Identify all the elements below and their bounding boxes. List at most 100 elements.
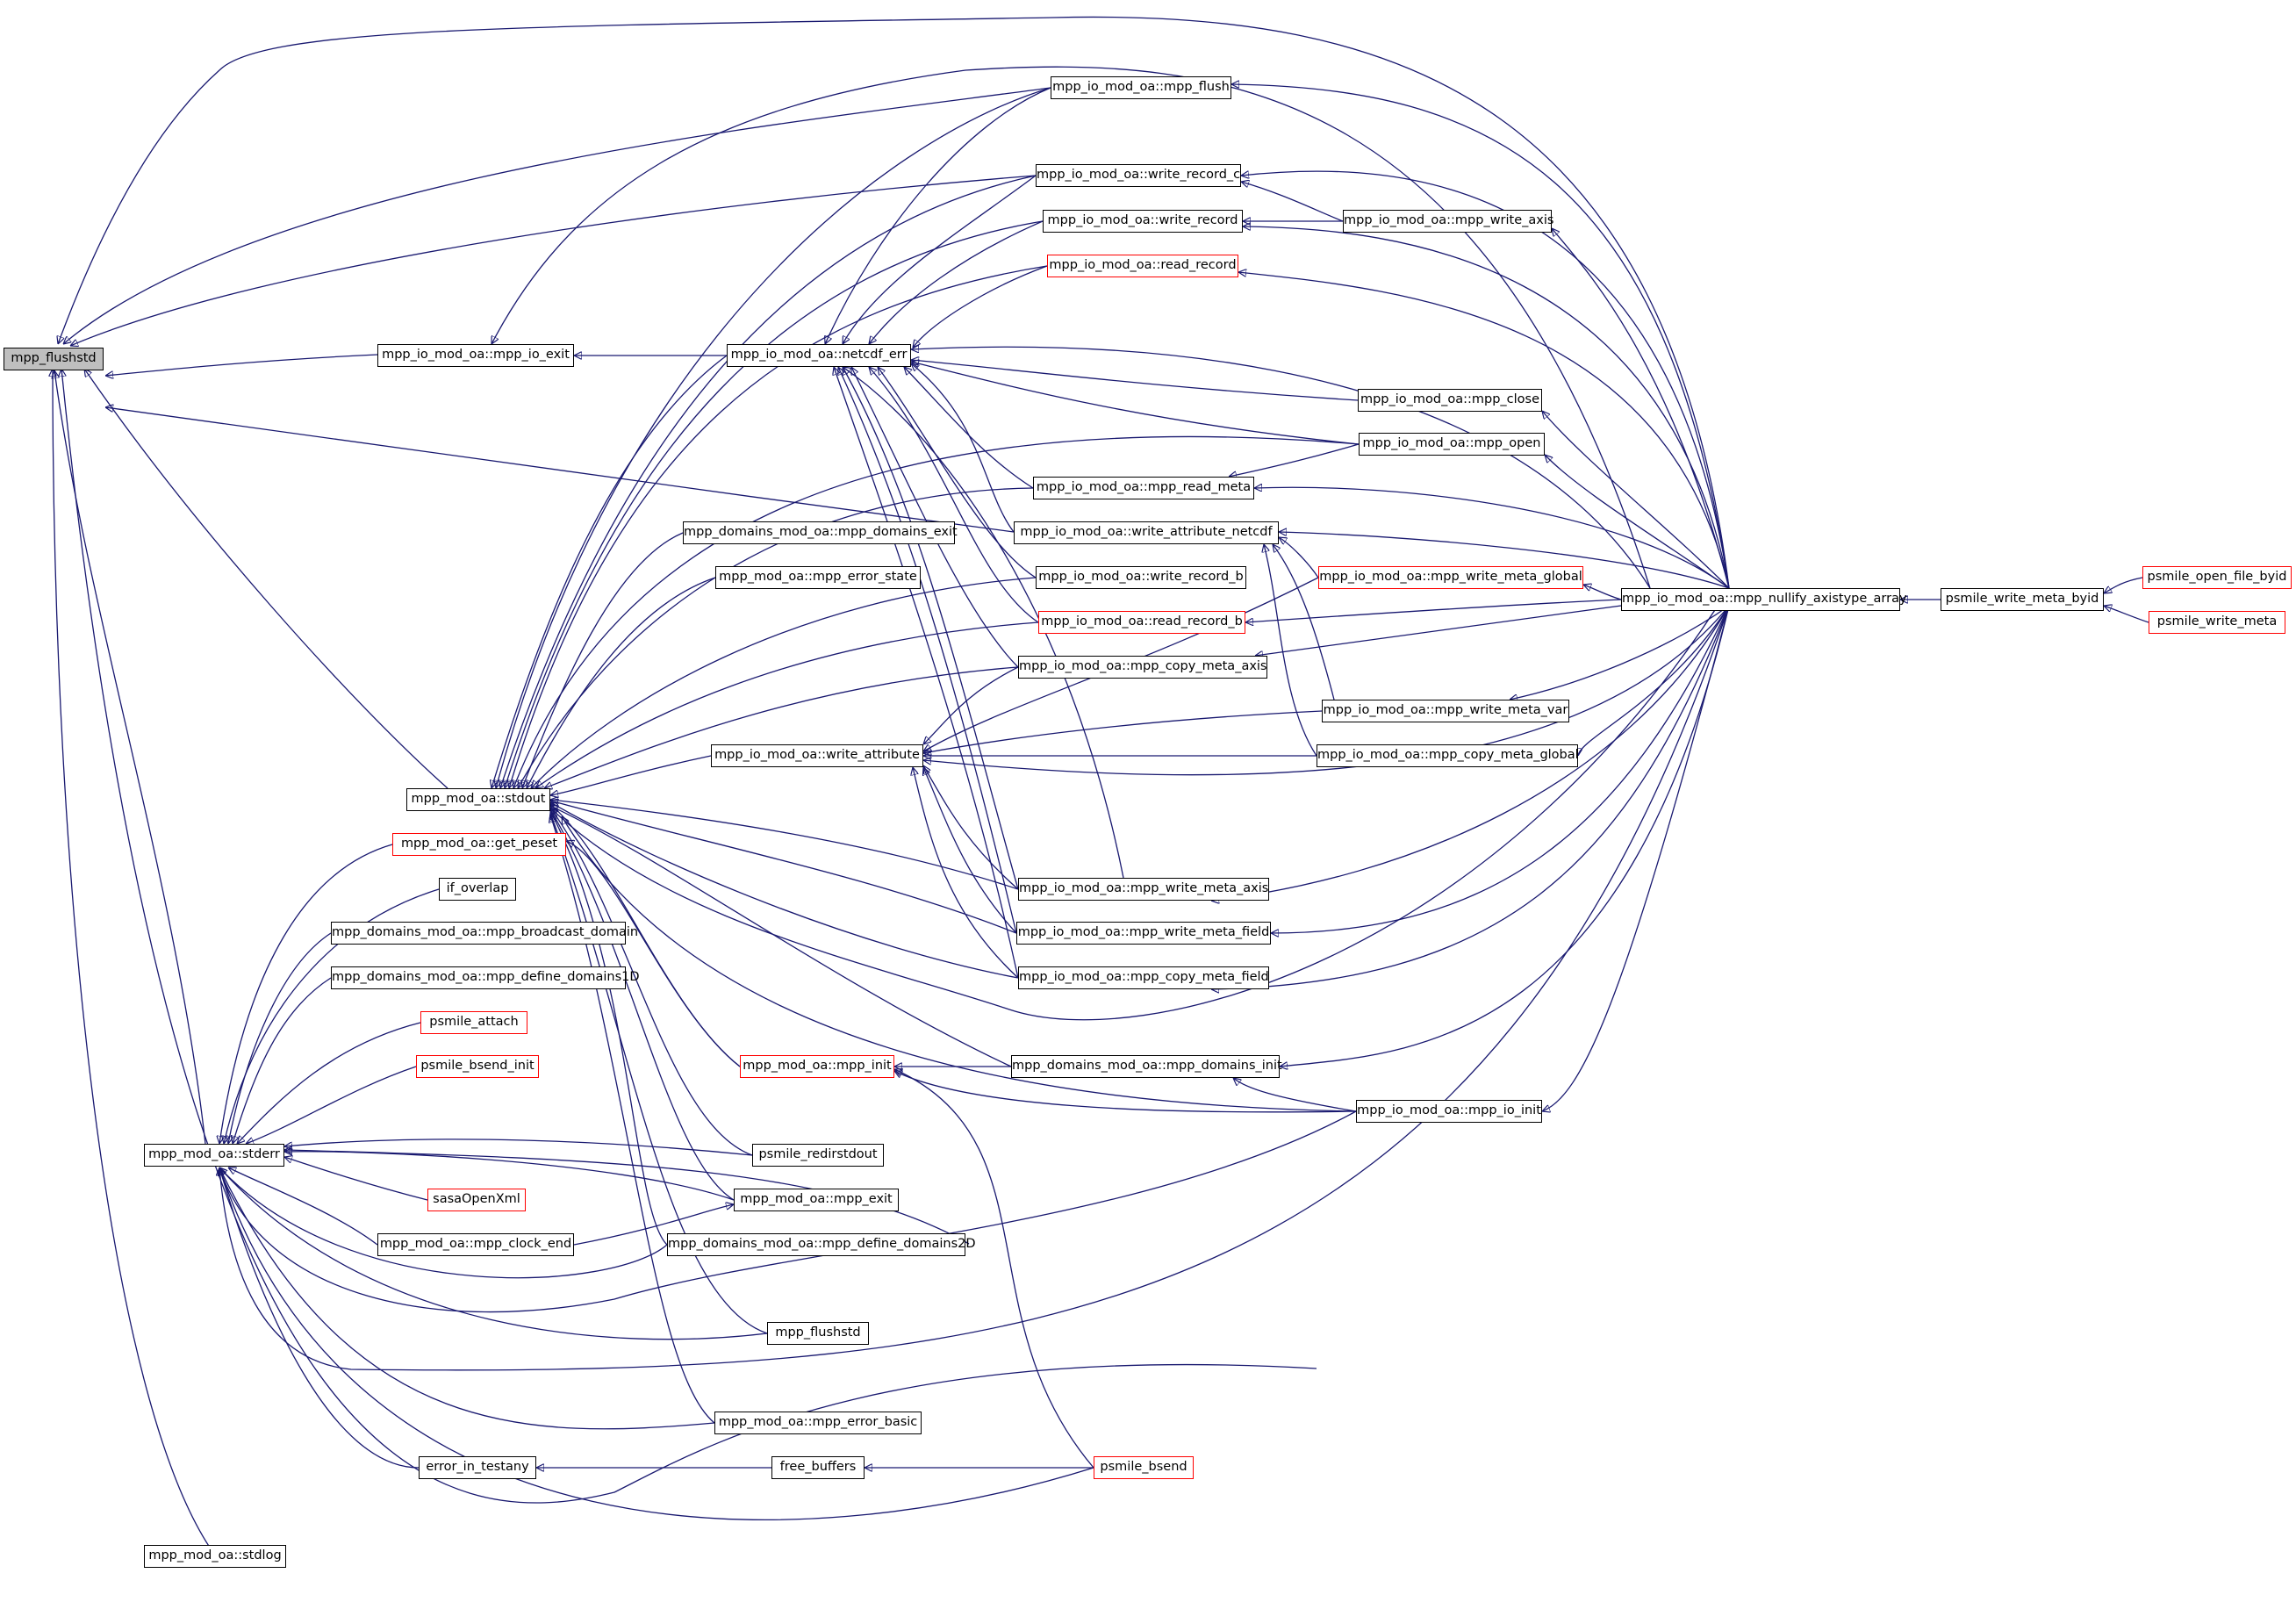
call-edge xyxy=(923,577,1319,751)
call-edge xyxy=(1241,182,1344,222)
call-edge xyxy=(500,175,1037,788)
node-mpp-write-meta-global[interactable]: mpp_io_mod_oa::mpp_write_meta_global xyxy=(1318,566,1583,589)
call-edge xyxy=(1264,544,1317,757)
call-edge xyxy=(550,801,1017,934)
call-edge xyxy=(219,1167,768,1340)
node-get-peset[interactable]: mpp_mod_oa::get_peset xyxy=(392,833,566,856)
call-edge xyxy=(904,367,1034,489)
node-error-in-testany[interactable]: error_in_testany xyxy=(419,1456,536,1479)
call-edge xyxy=(550,809,735,1201)
node-mpp-write-meta-axis[interactable]: mpp_io_mod_oa::mpp_write_meta_axis xyxy=(1018,878,1269,901)
node-mpp-flush[interactable]: mpp_io_mod_oa::mpp_flush xyxy=(1051,76,1231,99)
call-edge xyxy=(1280,605,1730,1067)
call-edge xyxy=(53,369,217,1557)
node-psmile-redirstdout[interactable]: psmile_redirstdout xyxy=(752,1144,884,1167)
node-mpp-init[interactable]: mpp_mod_oa::mpp_init xyxy=(740,1055,894,1078)
node-mpp-nullify-axistype-array[interactable]: mpp_io_mod_oa::mpp_nullify_axistype_arra… xyxy=(1621,588,1907,611)
node-mpp-copy-meta-field[interactable]: mpp_io_mod_oa::mpp_copy_meta_field xyxy=(1018,966,1269,989)
node-mpp-copy-meta-global[interactable]: mpp_io_mod_oa::mpp_copy_meta_global xyxy=(1317,744,1579,767)
node-psmile-open-file-byid[interactable]: psmile_open_file_byid xyxy=(2142,566,2292,589)
node-mpp-copy-meta-axis[interactable]: mpp_io_mod_oa::mpp_copy_meta_axis xyxy=(1018,656,1267,679)
node-mpp-domains-exit[interactable]: mpp_domains_mod_oa::mpp_domains_exit xyxy=(683,521,958,544)
call-edge xyxy=(550,808,753,1156)
call-edge xyxy=(58,16,1730,589)
call-edge xyxy=(509,265,1048,788)
call-edge xyxy=(1542,605,1730,1111)
node-read-record-b[interactable]: mpp_io_mod_oa::read_record_b xyxy=(1038,611,1245,634)
call-edge xyxy=(911,362,1360,445)
node-write-attribute[interactable]: mpp_io_mod_oa::write_attribute xyxy=(711,744,923,767)
call-edge xyxy=(1233,1078,1357,1112)
call-edge xyxy=(550,802,1019,979)
node-sasaOpenXml[interactable]: sasaOpenXml xyxy=(427,1189,526,1211)
node-mpp-io-init[interactable]: mpp_io_mod_oa::mpp_io_init xyxy=(1356,1100,1542,1123)
node-mpp-define-domains2D[interactable]: mpp_domains_mod_oa::mpp_define_domains2D xyxy=(667,1233,976,1256)
node-mpp-broadcast-domain[interactable]: mpp_domains_mod_oa::mpp_broadcast_domain xyxy=(331,922,638,945)
node-stdout[interactable]: mpp_mod_oa::stdout xyxy=(406,788,550,811)
node-write-record[interactable]: mpp_io_mod_oa::write_record xyxy=(1043,210,1243,233)
node-write-record-b[interactable]: mpp_io_mod_oa::write_record_b xyxy=(1036,566,1246,589)
node-mpp-domains-init[interactable]: mpp_domains_mod_oa::mpp_domains_init xyxy=(1011,1055,1282,1078)
call-edge xyxy=(61,369,1317,1504)
call-edge xyxy=(54,370,206,1145)
call-edge xyxy=(2104,606,2149,623)
call-edge xyxy=(1273,544,1335,700)
node-psmile-bsend-init[interactable]: psmile_bsend_init xyxy=(416,1055,539,1078)
node-if-overlap[interactable]: if_overlap xyxy=(439,878,516,901)
call-edge xyxy=(224,888,440,1144)
node-mpp-exit[interactable]: mpp_mod_oa::mpp_exit xyxy=(734,1189,899,1211)
call-edge xyxy=(913,265,1048,348)
node-mpp-flushstd-leaf[interactable]: mpp_flushstd xyxy=(767,1322,869,1345)
node-psmile-bsend[interactable]: psmile_bsend xyxy=(1094,1456,1194,1479)
call-edge xyxy=(834,367,1019,979)
node-write-record-c[interactable]: mpp_io_mod_oa::write_record_c xyxy=(1036,164,1241,187)
call-edge xyxy=(923,666,1019,744)
call-edge xyxy=(496,87,1051,788)
call-edge xyxy=(246,1066,417,1144)
node-mpp-error-state[interactable]: mpp_mod_oa::mpp_error_state xyxy=(715,566,921,589)
node-stderr[interactable]: mpp_mod_oa::stderr xyxy=(144,1144,284,1167)
call-edge xyxy=(219,1167,668,1279)
call-edge xyxy=(1510,605,1730,700)
node-mpp-close[interactable]: mpp_io_mod_oa::mpp_close xyxy=(1358,389,1542,412)
node-netcdf-err[interactable]: mpp_io_mod_oa::netcdf_err xyxy=(727,344,911,367)
node-mpp-write-meta-var[interactable]: mpp_io_mod_oa::mpp_write_meta_var xyxy=(1322,700,1569,722)
call-edge xyxy=(491,66,1651,589)
call-edge xyxy=(284,1157,428,1201)
call-edge xyxy=(550,811,668,1246)
call-edge xyxy=(878,367,1037,578)
node-mpp-io-exit[interactable]: mpp_io_mod_oa::mpp_io_exit xyxy=(377,344,574,367)
call-edge xyxy=(2104,577,2143,593)
node-mpp-clock-end[interactable]: mpp_mod_oa::mpp_clock_end xyxy=(377,1233,574,1256)
call-edge xyxy=(219,1167,1094,1520)
call-edge xyxy=(894,1071,1357,1113)
call-edge xyxy=(544,666,1019,788)
call-edge xyxy=(237,1022,421,1144)
call-edge xyxy=(505,220,1044,788)
node-mpp-define-domains1D[interactable]: mpp_domains_mod_oa::mpp_define_domains1D xyxy=(331,966,640,989)
node-mpp-open[interactable]: mpp_io_mod_oa::mpp_open xyxy=(1359,433,1545,456)
call-edge xyxy=(1578,605,1730,756)
node-free-buffers[interactable]: free_buffers xyxy=(771,1456,865,1479)
node-mpp-write-axis[interactable]: mpp_io_mod_oa::mpp_write_axis xyxy=(1343,210,1553,233)
node-psmile-write-meta-byid[interactable]: psmile_write_meta_byid xyxy=(1941,588,2104,611)
node-psmile-write-meta[interactable]: psmile_write_meta xyxy=(2149,611,2285,634)
call-edge xyxy=(923,710,1323,753)
node-stdlog[interactable]: mpp_mod_oa::stdlog xyxy=(144,1545,286,1568)
node-mpp-read-meta[interactable]: mpp_io_mod_oa::mpp_read_meta xyxy=(1033,477,1254,499)
node-read-record[interactable]: mpp_io_mod_oa::read_record xyxy=(1047,255,1238,277)
node-mpp-write-meta-field[interactable]: mpp_io_mod_oa::mpp_write_meta_field xyxy=(1016,922,1271,945)
call-edge xyxy=(228,932,332,1144)
node-mpp-error-basic[interactable]: mpp_mod_oa::mpp_error_basic xyxy=(714,1412,922,1434)
call-edge xyxy=(522,532,684,788)
node-psmile-attach[interactable]: psmile_attach xyxy=(420,1011,527,1034)
call-edge xyxy=(1229,443,1360,477)
node-write-attribute-netcdf[interactable]: mpp_io_mod_oa::write_attribute_netcdf xyxy=(1014,521,1279,544)
call-edge xyxy=(284,1139,753,1156)
call-edge xyxy=(1545,455,1730,589)
call-edge xyxy=(70,175,1037,346)
call-edge xyxy=(843,367,1019,890)
call-edge xyxy=(913,767,1019,979)
call-edge xyxy=(911,347,1651,589)
